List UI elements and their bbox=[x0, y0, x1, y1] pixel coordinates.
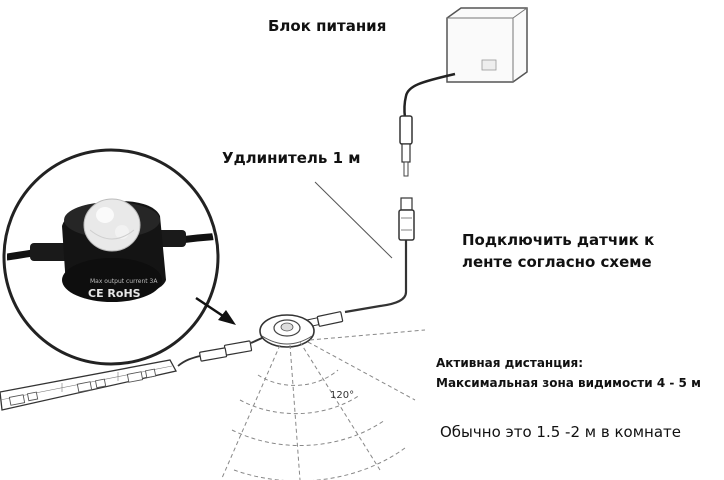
power-supply-label: Блок питания bbox=[268, 17, 387, 35]
extension-connector-female bbox=[398, 197, 415, 241]
usual-distance-text: Обычно это 1.5 -2 м в комнате bbox=[440, 423, 681, 441]
zoom-pointer-arrow bbox=[195, 296, 236, 325]
sensor-zoom-bubble bbox=[2, 148, 220, 366]
detection-zone bbox=[221, 329, 426, 480]
angle-label: 120° bbox=[330, 390, 355, 401]
led-strip bbox=[0, 359, 177, 411]
sensor-rating-text: Max output current 3A bbox=[90, 278, 158, 285]
connect-line-2: ленте согласно схеме bbox=[462, 253, 652, 271]
extension-label: Удлинитель 1 м bbox=[222, 149, 361, 167]
strip-connector bbox=[177, 337, 263, 367]
power-connector-male bbox=[399, 115, 413, 177]
sensor-certification-text: CE RoHS bbox=[88, 287, 141, 300]
power-cable bbox=[403, 72, 456, 119]
active-distance-title: Активная дистанция: bbox=[436, 356, 584, 370]
extension-pointer-line bbox=[314, 181, 393, 259]
motion-sensor-small bbox=[259, 314, 315, 348]
connect-instruction: Подключить датчик к ленте согласно схеме bbox=[462, 229, 654, 273]
active-distance-block: Активная дистанция: Максимальная зона ви… bbox=[436, 353, 701, 393]
max-zone-text: Максимальная зона видимости 4 - 5 м bbox=[436, 376, 701, 390]
power-supply-box bbox=[446, 7, 528, 83]
extension-cable bbox=[344, 240, 408, 314]
connect-line-1: Подключить датчик к bbox=[462, 231, 655, 249]
